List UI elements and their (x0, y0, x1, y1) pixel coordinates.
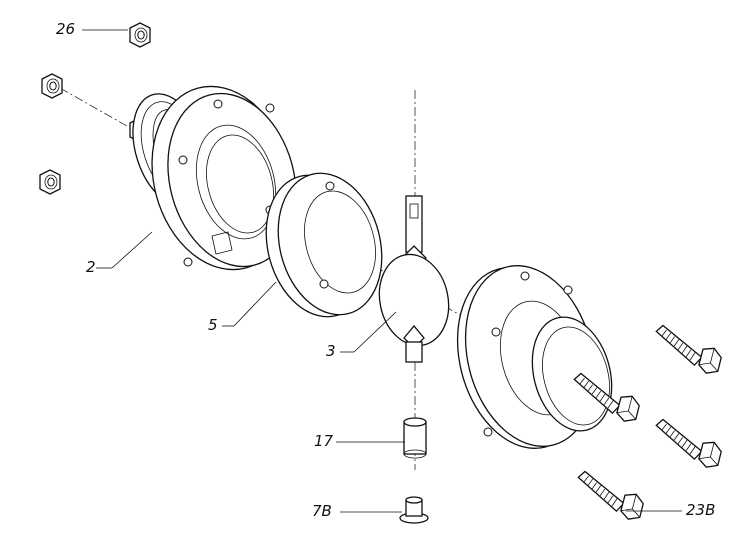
hex-bolt-icon (570, 469, 649, 524)
seat-ring-icon (265, 172, 383, 318)
hex-bolt-icon (648, 417, 727, 472)
hex-bolt-icon (648, 323, 727, 378)
valve-disc-icon (378, 195, 450, 363)
hex-nut-icon (41, 73, 63, 99)
hex-nut-icon (39, 169, 61, 195)
hex-nut-icon (129, 22, 151, 48)
plug-icon (399, 496, 429, 524)
bushing-icon (403, 417, 427, 459)
flange-icon (132, 85, 297, 271)
callout-23B: 23B (686, 501, 716, 519)
callout-2: 2 (86, 258, 96, 276)
leader-lines (82, 29, 682, 513)
callout-7B: 7B (312, 502, 332, 520)
callout-17: 17 (314, 432, 334, 450)
flange-icon (456, 265, 613, 449)
callout-3: 3 (326, 342, 336, 360)
callout-5: 5 (208, 316, 218, 334)
callout-26: 26 (56, 20, 76, 38)
